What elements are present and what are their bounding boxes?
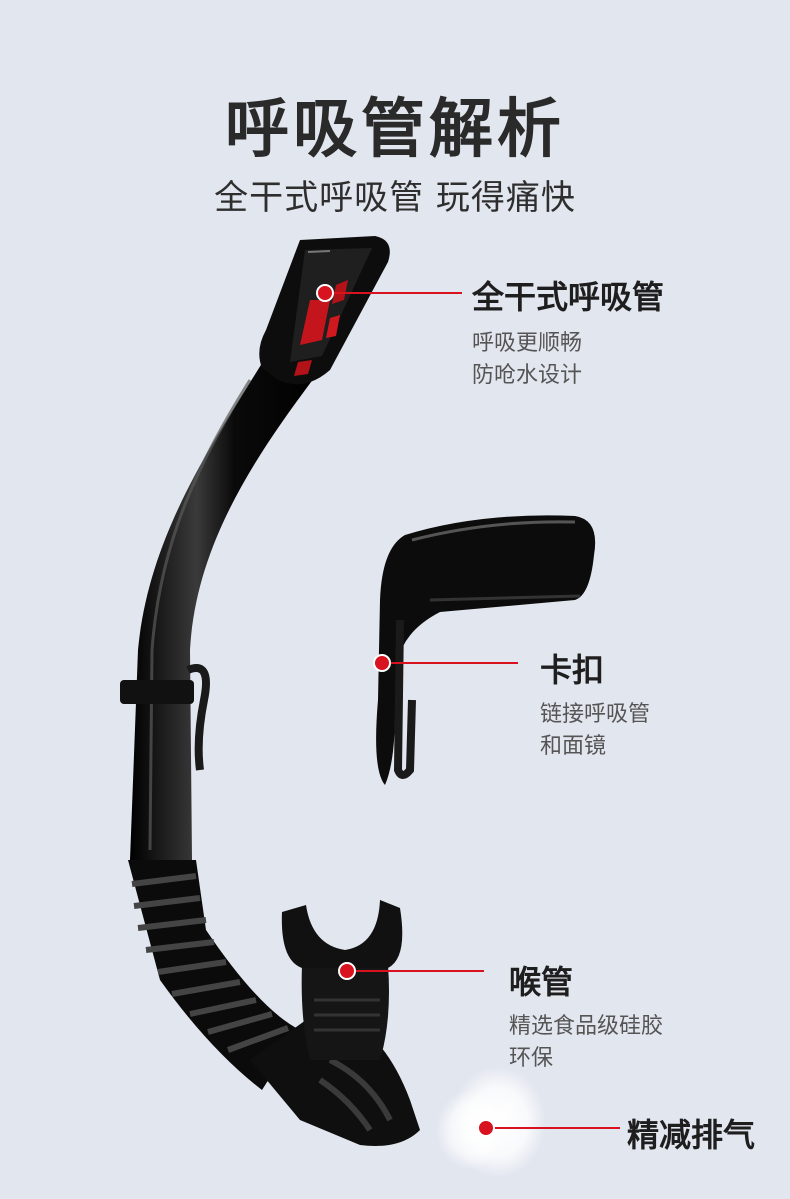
feature-description: 精选食品级硅胶 环保 [509, 1011, 663, 1075]
feature-line: 精选食品级硅胶 [509, 1014, 664, 1039]
feature-title: 卡扣 [540, 651, 605, 689]
callout-dot-mouthpiece [338, 962, 356, 980]
callout-dot-clip [373, 654, 391, 672]
callout-dot-purge [477, 1119, 495, 1137]
feature-description: 链接呼吸管 和面镜 [540, 699, 650, 763]
feature-line: 防呛水设计 [472, 363, 583, 388]
callout-dot-dry-top [316, 284, 334, 302]
mouthpiece [281, 900, 403, 1060]
feature-line: 呼吸更顺畅 [472, 331, 583, 356]
page-subtitle: 全干式呼吸管 玩得痛快 [214, 178, 576, 218]
callout-pointers [316, 284, 620, 1137]
mask-clip-part [376, 515, 596, 785]
feature-title: 全干式呼吸管 [472, 278, 665, 316]
feature-line: 链接呼吸管 [540, 702, 651, 727]
feature-line: 环保 [509, 1046, 554, 1071]
feature-description: 呼吸更顺畅 防呛水设计 [472, 328, 664, 392]
feature-clip: 卡扣 链接呼吸管 和面镜 [540, 645, 650, 763]
snorkel-tube [130, 330, 320, 860]
feature-purge: 精减排气 [627, 1110, 755, 1156]
feature-title: 精减排气 [627, 1116, 756, 1154]
feature-line: 和面镜 [540, 734, 607, 759]
feature-title: 喉管 [509, 963, 574, 1001]
page-title: 呼吸管解析 [225, 93, 565, 167]
feature-mouthpiece: 喉管 精选食品级硅胶 环保 [509, 957, 663, 1075]
corrugated-hose [128, 860, 300, 1090]
feature-dry-top: 全干式呼吸管 呼吸更顺畅 防呛水设计 [472, 272, 664, 392]
tube-clip [120, 664, 210, 771]
dry-top-valve [259, 236, 390, 385]
